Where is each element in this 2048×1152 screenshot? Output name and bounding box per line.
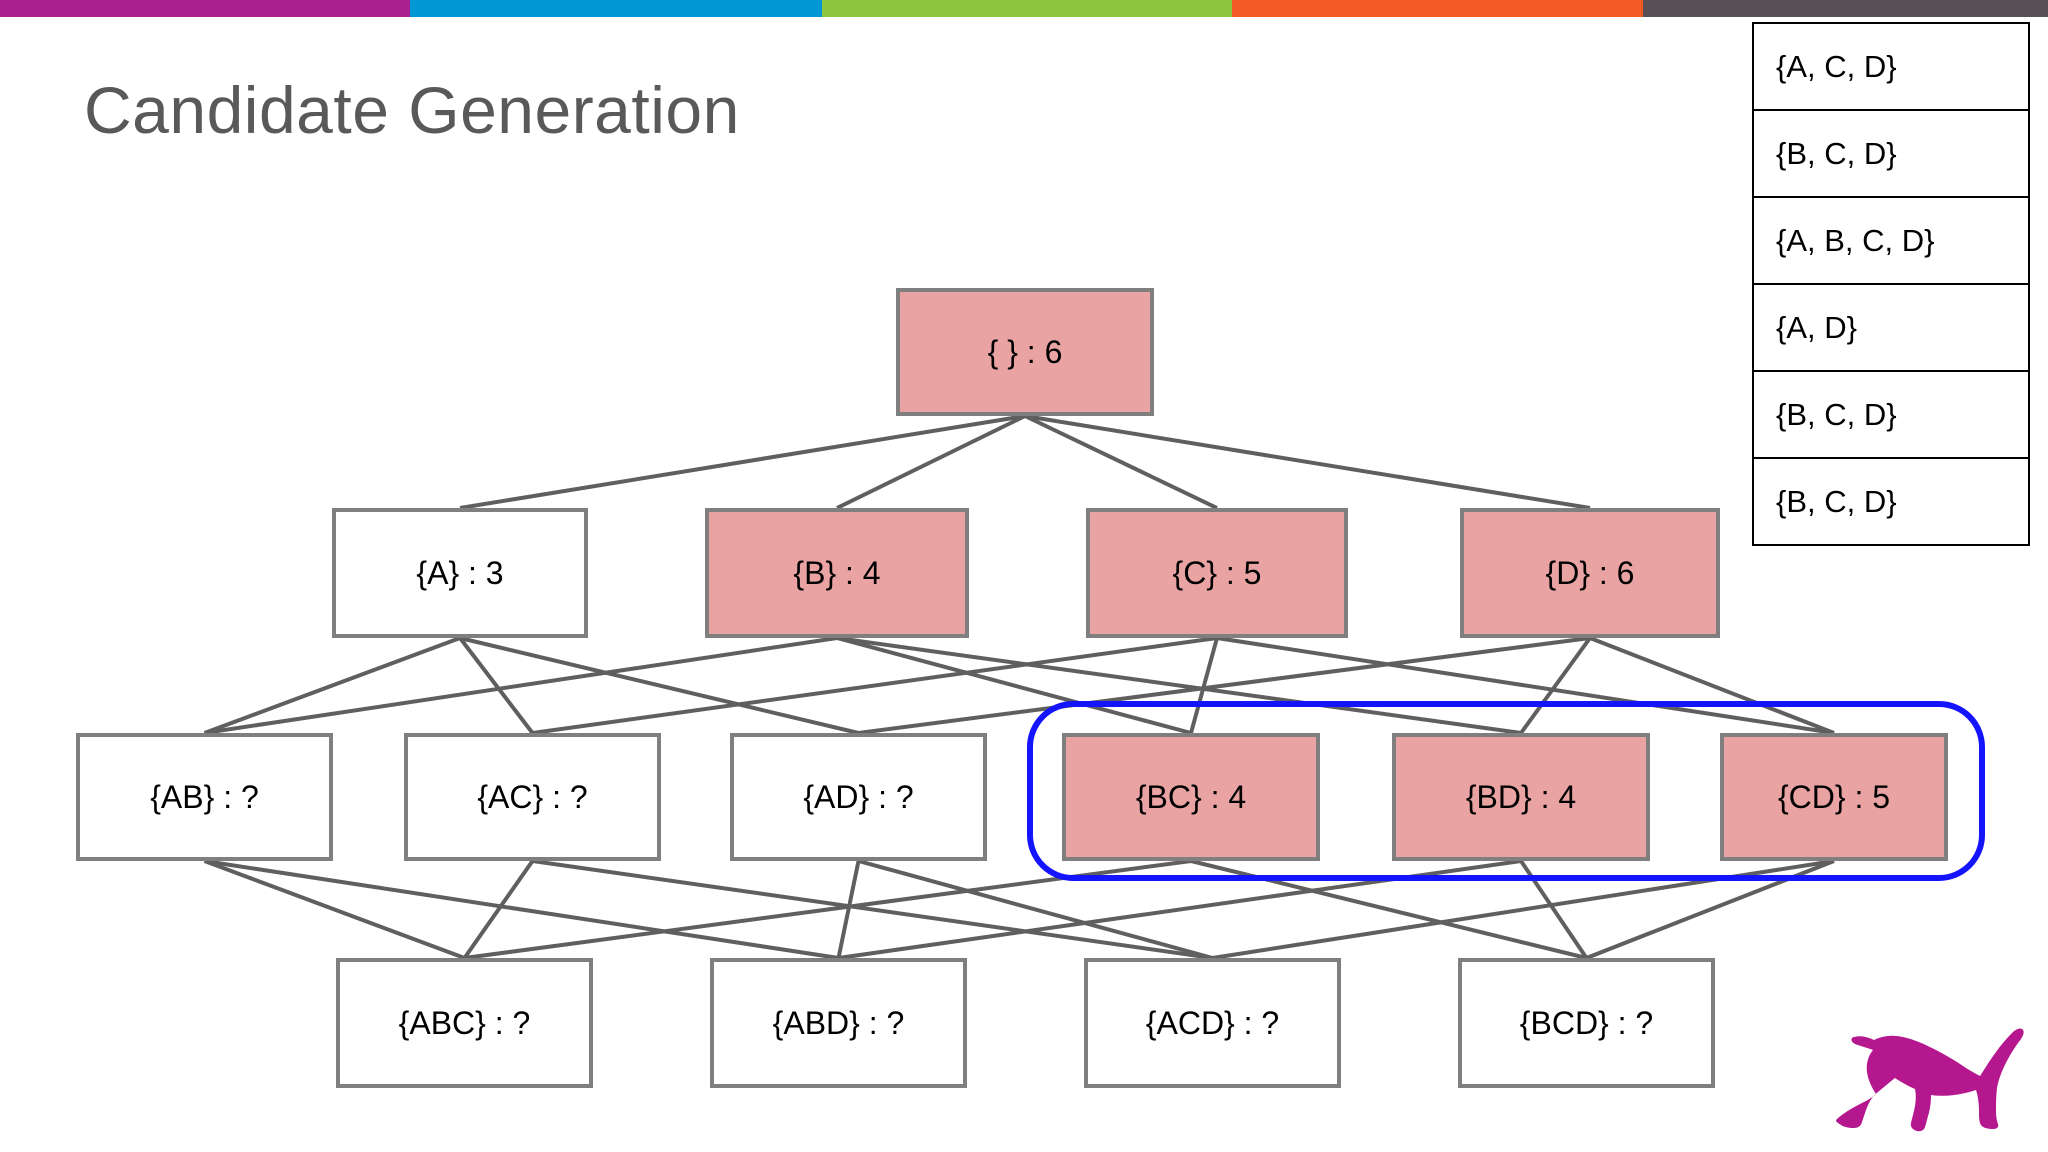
lattice-edge: [836, 860, 861, 959]
top-color-bar: [0, 0, 2048, 17]
transaction-row: {A, B, C, D}: [1754, 198, 2028, 285]
lattice-edge: [836, 414, 1026, 510]
top-bar-segment-orange: [1232, 0, 1643, 17]
lattice-node-bcd: {BCD} : ?: [1458, 958, 1715, 1088]
lattice-edge: [1024, 414, 1218, 510]
lattice-edge: [458, 636, 535, 735]
dog-logo: [1836, 1028, 2024, 1132]
transaction-row: {B, C, D}: [1754, 111, 2028, 198]
transaction-row: {A, D}: [1754, 285, 2028, 372]
top-bar-segment-green: [822, 0, 1232, 17]
dog-silhouette-path: [1836, 1028, 2024, 1132]
transaction-row: {B, C, D}: [1754, 459, 2028, 546]
lattice-node-abd: {ABD} : ?: [710, 958, 967, 1088]
lattice-node-cd: {CD} : 5: [1720, 733, 1948, 861]
frequent-pairs-highlight: [1027, 701, 1985, 881]
lattice-node-bc: {BC} : 4: [1062, 733, 1320, 861]
transaction-row: {B, C, D}: [1754, 372, 2028, 459]
lattice-node-c: {C} : 5: [1086, 508, 1348, 638]
lattice-edge: [204, 859, 839, 960]
top-bar-segment-magenta: [0, 0, 410, 17]
lattice-node-: { } : 6: [896, 288, 1154, 416]
transaction-row: {A, C, D}: [1754, 24, 2028, 111]
lattice-node-bd: {BD} : 4: [1392, 733, 1650, 861]
lattice-node-ac: {AC} : ?: [404, 733, 661, 861]
lattice-node-ab: {AB} : ?: [76, 733, 333, 861]
page-title: Candidate Generation: [84, 73, 740, 147]
lattice-edge: [203, 859, 466, 960]
lattice-edge: [1024, 414, 1591, 510]
lattice-node-ad: {AD} : ?: [730, 733, 987, 861]
lattice-edge: [204, 636, 838, 735]
lattice-edge: [459, 636, 859, 735]
lattice-node-a: {A} : 3: [332, 508, 588, 638]
top-bar-segment-blue: [410, 0, 822, 17]
lattice-node-abc: {ABC} : ?: [336, 958, 593, 1088]
lattice-edge: [203, 636, 461, 735]
lattice-edge: [462, 859, 535, 960]
lattice-node-acd: {ACD} : ?: [1084, 958, 1341, 1088]
transaction-table: {A, C, D}{B, C, D}{A, B, C, D}{A, D}{B, …: [1752, 22, 2030, 546]
lattice-node-d: {D} : 6: [1460, 508, 1720, 638]
lattice-node-b: {B} : 4: [705, 508, 969, 638]
lattice-edge: [459, 414, 1026, 510]
top-bar-segment-gray: [1643, 0, 2048, 17]
